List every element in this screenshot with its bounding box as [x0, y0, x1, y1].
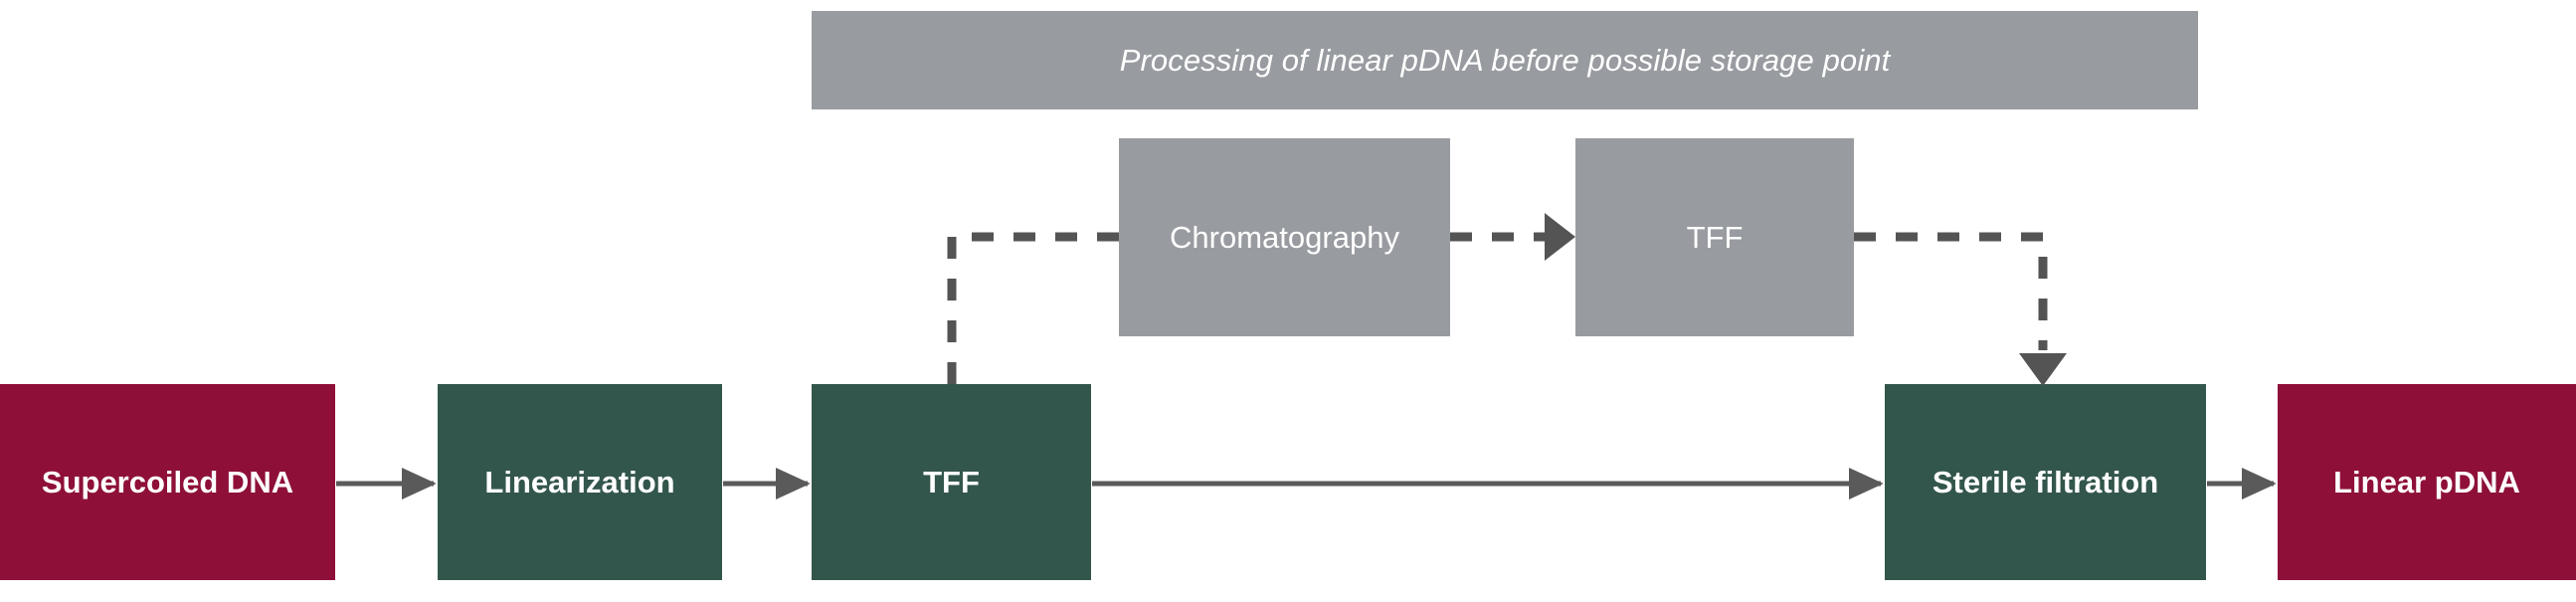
- banner-label: Processing of linear pDNA before possibl…: [1119, 42, 1891, 78]
- node-tff-optional-label: TFF: [1686, 219, 1744, 255]
- connector-tff-to-chromatography-dashed: [947, 232, 1119, 384]
- node-supercoiled-dna-label: Supercoiled DNA: [41, 464, 294, 500]
- node-tff-main-label: TFF: [923, 464, 980, 500]
- node-tff-optional[interactable]: TFF: [1575, 138, 1854, 336]
- node-chromatography[interactable]: Chromatography: [1119, 138, 1450, 336]
- node-linear-pdna-label: Linear pDNA: [2333, 464, 2520, 500]
- node-sterile-filtration[interactable]: Sterile filtration: [1885, 384, 2206, 580]
- node-supercoiled-dna[interactable]: Supercoiled DNA: [0, 384, 335, 580]
- arrowhead-chromatography-to-tff-optional: [1545, 213, 1575, 261]
- node-chromatography-label: Chromatography: [1170, 219, 1399, 255]
- node-tff-main[interactable]: TFF: [812, 384, 1091, 580]
- node-linearization[interactable]: Linearization: [438, 384, 722, 580]
- banner-processing-note: Processing of linear pDNA before possibl…: [812, 11, 2198, 109]
- node-linearization-label: Linearization: [484, 464, 675, 500]
- arrowhead-tff-optional-to-sterile-filtration: [2019, 353, 2067, 386]
- node-sterile-filtration-label: Sterile filtration: [1932, 464, 2159, 500]
- node-linear-pdna[interactable]: Linear pDNA: [2278, 384, 2576, 580]
- connector-tff-optional-to-sterile-filtration-dashed: [1854, 232, 2048, 350]
